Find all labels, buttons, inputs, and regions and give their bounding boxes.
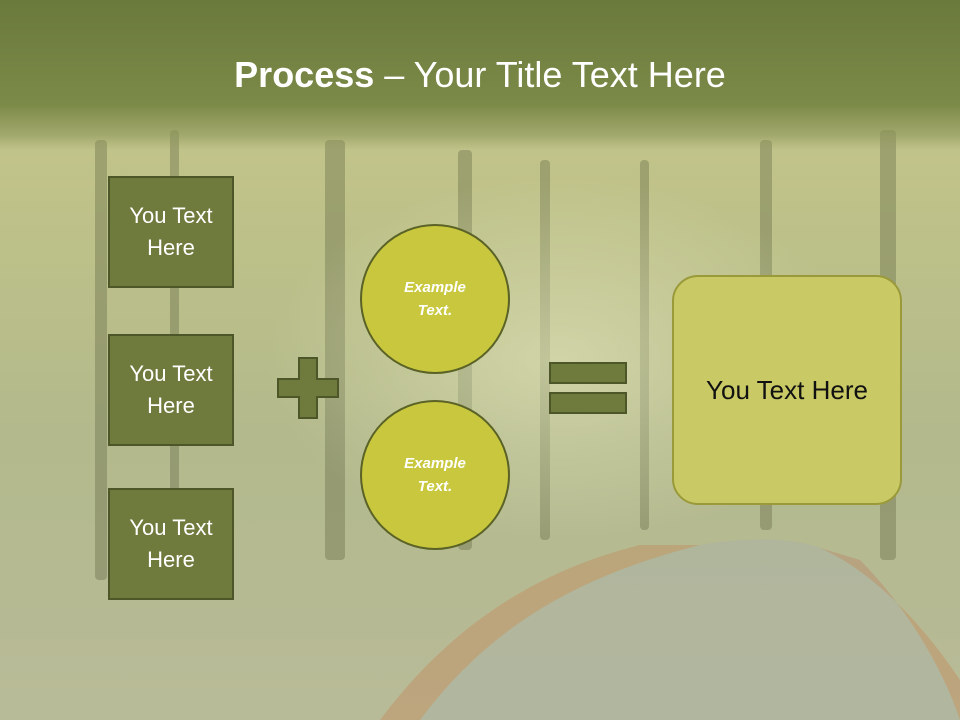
result-label: You Text Here [706, 375, 868, 405]
page-title: Process – Your Title Text Here [0, 52, 960, 98]
text-box-label: You Text Here [129, 361, 213, 418]
text-box-label: You Text Here [129, 203, 213, 260]
circle-label: Example Text. [404, 455, 466, 495]
text-box-2[interactable]: You Text Here [108, 334, 234, 446]
text-box-label: You Text Here [129, 515, 213, 572]
example-circle-2[interactable]: Example Text. [360, 400, 510, 550]
circle-label: Example Text. [404, 279, 466, 319]
example-circle-1[interactable]: Example Text. [360, 224, 510, 374]
title-band [0, 0, 960, 150]
result-box[interactable]: You Text Here [672, 275, 902, 505]
equals-icon [549, 362, 627, 414]
text-box-1[interactable]: You Text Here [108, 176, 234, 288]
title-rest: – Your Title Text Here [374, 54, 726, 95]
plus-icon [277, 357, 339, 419]
title-bold: Process [234, 54, 375, 95]
text-box-3[interactable]: You Text Here [108, 488, 234, 600]
